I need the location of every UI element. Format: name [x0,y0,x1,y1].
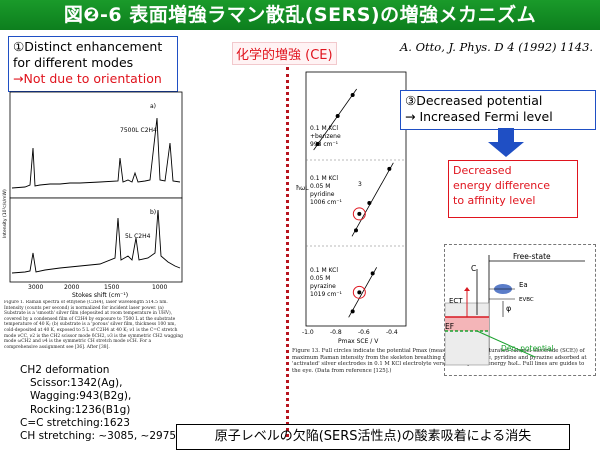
spectra-label-a: a) [150,103,156,110]
red-box-line1: Decreased [453,164,512,177]
spectrum-b-trace [11,209,181,274]
mode-line-6: CH stretching: ~3085, ~2975 [20,430,177,443]
bottom-note: 原子レベルの欠陥(SERS活性点)の酸素吸着による消失 [176,424,570,450]
mode-line-3: Wagging:943(B2g), [30,390,132,403]
fermi-xtick-1: -0.8 [330,329,342,336]
point3-line2: → Increased Fermi level [405,109,553,124]
data-point-panel-1-2 [335,114,340,118]
fermi-ylabel: ħωL [296,185,309,192]
spectra-caption: Figure 1. Raman spectra of ethylene (C2H… [4,300,183,350]
spectra-ylabel: Intensity (10³c/s/mW) [2,189,8,238]
panel3-text-4: 1019 cm⁻¹ [310,291,342,298]
slide-title: 図❷-6 表面増強ラマン散乱(SERS)の増強メカニズム [0,0,600,30]
data-point-panel-1-3 [350,93,355,97]
spectra-figure: a) b) 7500L C2H4 5L C2H4 Intensity (10³c… [0,88,190,358]
spectra-cond-a: 7500L C2H4 [120,127,157,134]
guide-line-panel-2 [351,162,394,237]
spectra-cond-b: 5L C2H4 [125,233,151,240]
mode-line-2: Scissor:1342(Ag), [30,377,123,390]
dotted-separator [286,67,289,437]
spectra-xlabel: Stokes shift (cm⁻¹) [72,292,128,299]
spectra-xtick-2: 1500 [104,284,119,291]
fermi-svg: ħωL 3 0.1 M KCl +benzene 998 cm⁻¹ 0.1 M … [296,71,407,345]
fermi-xtick-3: -0.4 [386,329,398,336]
panel2-text-3: pyridine [310,191,335,198]
data-point-panel-3-3 [370,271,375,276]
spectra-xtick-3: 1000 [152,284,167,291]
panel3-text-3: pyrazine [310,283,336,290]
data-point-panel-2-1 [354,228,358,233]
ea-label: Ea [519,281,528,289]
fermi-xlabel: Pmax SCE / V [338,338,379,345]
point1-line3: →Not due to orientation [13,71,162,86]
data-point-panel-3-1 [350,309,355,314]
panel2-text-2: 0.05 M [310,183,330,190]
panel3-text-1: 0.1 M KCl [310,267,338,274]
spectra-xtick-0: 3000 [28,284,43,291]
panel1-text-3: 998 cm⁻¹ [310,141,339,148]
mode-line-5: C=C stretching:1623 [20,416,130,429]
modes-list: CH2 deformation Scissor:1342(Ag), Waggin… [20,364,176,443]
point3-line1: ③Decreased potential [405,93,543,108]
panel2-text-1: 0.1 M KCl [310,175,338,182]
guide-line-panel-1 [313,88,357,151]
spectra-label-b: b) [150,209,156,216]
data-point-panel-2-4 [387,166,392,171]
spectrum-a-trace [11,117,181,189]
panel1-text-2: +benzene [310,133,341,140]
ce-label: 化学的増強 (CE) [232,42,337,65]
free-state-label: Free-state [513,252,551,261]
data-point-panel-1-1 [315,142,320,146]
dec-potential-label: Dec. potential [501,344,554,353]
c-label: C [471,264,476,273]
red-box-line3: to affinity level [453,194,536,207]
ef-label: EF [445,322,454,331]
point1-box: ①Distinct enhancement for different mode… [8,36,178,92]
guide-line-panel-3 [348,267,378,318]
fermi-xtick-0: -1.0 [302,329,314,336]
reference-citation: A. Otto, J. Phys. D 4 (1992) 1143. [400,40,594,54]
panel3-text-2: 0.05 M [310,275,330,282]
red-box: Decreased energy difference to affinity … [448,160,578,218]
mode-line-1: CH2 deformation [20,364,110,376]
point1-line1: ①Distinct enhancement [13,39,163,54]
data-point-panel-2-2 [357,211,362,216]
evbc-label: EVBC [519,297,534,303]
ect-label: ECT [449,297,463,305]
data-point-panel-3-2 [357,290,362,295]
point1-line2: for different modes [13,55,134,70]
phi-label: φ [506,304,511,313]
fermi-panel-label: 3 [358,181,362,188]
spectra-svg: a) b) 7500L C2H4 5L C2H4 Intensity (10³c… [2,91,183,299]
fermi-xtick-2: -0.6 [358,329,370,336]
highlight-circle-panel-2 [352,207,366,221]
down-arrow-icon [488,128,524,157]
energy-diagram: Free-state C ECT Ea EVBC φ EF Dec. poten… [444,244,596,376]
panel1-text-1: 0.1 M KCl [310,125,338,132]
fermi-plot: ħωL 3 0.1 M KCl +benzene 998 cm⁻¹ 0.1 M … [292,66,412,346]
red-box-line2: energy difference [453,179,551,192]
data-point-panel-2-3 [367,201,372,205]
highlight-circle-panel-3 [352,285,366,299]
panel2-text-4: 1006 cm⁻¹ [310,199,342,206]
mode-line-4: Rocking:1236(B1g) [30,403,131,416]
fermi-caption: Figure 13. Full circles indicate the pot… [292,348,587,374]
energy-svg: Free-state C ECT Ea EVBC φ EF Dec. poten… [444,252,585,366]
point3-box: ③Decreased potential → Increased Fermi l… [400,90,596,130]
spectra-xtick-1: 2000 [64,284,79,291]
